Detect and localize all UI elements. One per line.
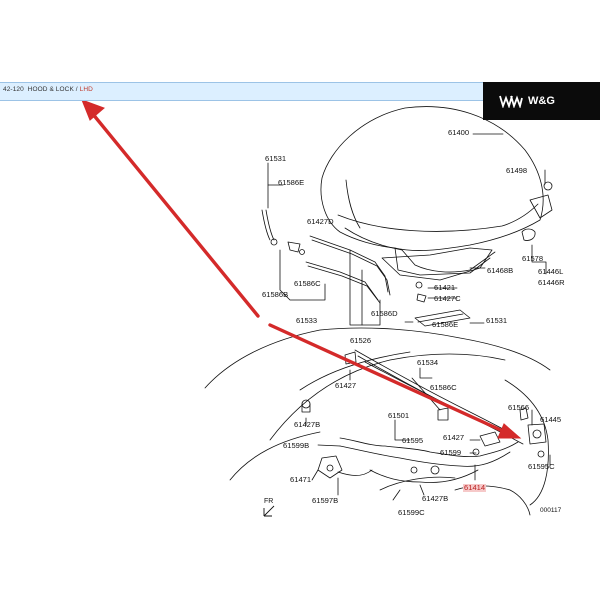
part-61427-right-label: 61427 bbox=[443, 433, 465, 442]
brand-logo-text: W&G bbox=[528, 95, 555, 107]
annotation-arrow-to-latch bbox=[268, 323, 507, 434]
part-61400-label: 61400 bbox=[448, 128, 470, 137]
part-61599b-label: 61599B bbox=[283, 441, 310, 450]
catalog-header-bar: 42-120 HOOD & LOCK / LHD bbox=[0, 82, 600, 101]
brand-logo: W&G bbox=[483, 82, 600, 120]
part-61595-label: 61595 bbox=[402, 436, 424, 445]
part-61586d-label: 61586D bbox=[371, 309, 398, 318]
part-61498-label: 61498 bbox=[506, 166, 528, 175]
part-61427c-label: 61427C bbox=[434, 294, 461, 303]
part-61599-label: 61599 bbox=[440, 448, 462, 457]
part-61595c-label: 61595C bbox=[528, 462, 555, 471]
part-61531-left-label: 61531 bbox=[265, 154, 287, 163]
part-61566-label: 61566 bbox=[508, 403, 530, 412]
part-61445-label: 61445 bbox=[540, 415, 562, 424]
part-61468b-label: 61468B bbox=[487, 266, 514, 275]
annotation-arrow-to-header bbox=[90, 111, 260, 318]
part-61501-label: 61501 bbox=[388, 411, 410, 420]
part-61578-label: 61578 bbox=[522, 254, 544, 263]
part-61427d-label: 61427D bbox=[307, 217, 334, 226]
part-61446l-label: 61446L bbox=[538, 267, 564, 276]
figure-number: 000117 bbox=[540, 507, 562, 514]
section-title: HOOD & LOCK / bbox=[27, 86, 78, 93]
part-61427-left-label: 61427 bbox=[335, 381, 357, 390]
part-61427b-right-label: 61427B bbox=[422, 494, 449, 503]
section-code: 42-120 bbox=[3, 86, 24, 93]
part-61533-label: 61533 bbox=[296, 316, 318, 325]
part-61421-label: 61421 bbox=[434, 283, 456, 292]
part-61471-label: 61471 bbox=[290, 475, 312, 484]
part-61446r-label: 61446R bbox=[538, 278, 565, 287]
part-61526-label: 61526 bbox=[350, 336, 372, 345]
arrow-head-latch bbox=[497, 423, 522, 439]
part-61586c-upper-label: 61586C bbox=[294, 279, 321, 288]
arrow-head-header bbox=[81, 99, 105, 121]
front-direction-marker: FR bbox=[264, 498, 274, 505]
catalog-header-text: 42-120 HOOD & LOCK / LHD bbox=[3, 86, 93, 93]
part-61586c-lower-label: 61586C bbox=[430, 383, 457, 392]
part-61534-label: 61534 bbox=[417, 358, 439, 367]
variant-label: LHD bbox=[79, 86, 93, 93]
part-61586e-left-label: 61586E bbox=[278, 178, 305, 187]
part-61599c-label: 61599C bbox=[398, 508, 425, 517]
part-61427b-left-label: 61427B bbox=[294, 420, 321, 429]
part-61414-label: 61414 bbox=[463, 483, 487, 492]
part-61586b-label: 61586B bbox=[262, 290, 289, 299]
part-61586e-right-label: 61586E bbox=[432, 320, 459, 329]
brand-mark-icon bbox=[499, 95, 523, 108]
part-61597b-label: 61597B bbox=[312, 496, 339, 505]
part-61531-right-label: 61531 bbox=[486, 316, 508, 325]
